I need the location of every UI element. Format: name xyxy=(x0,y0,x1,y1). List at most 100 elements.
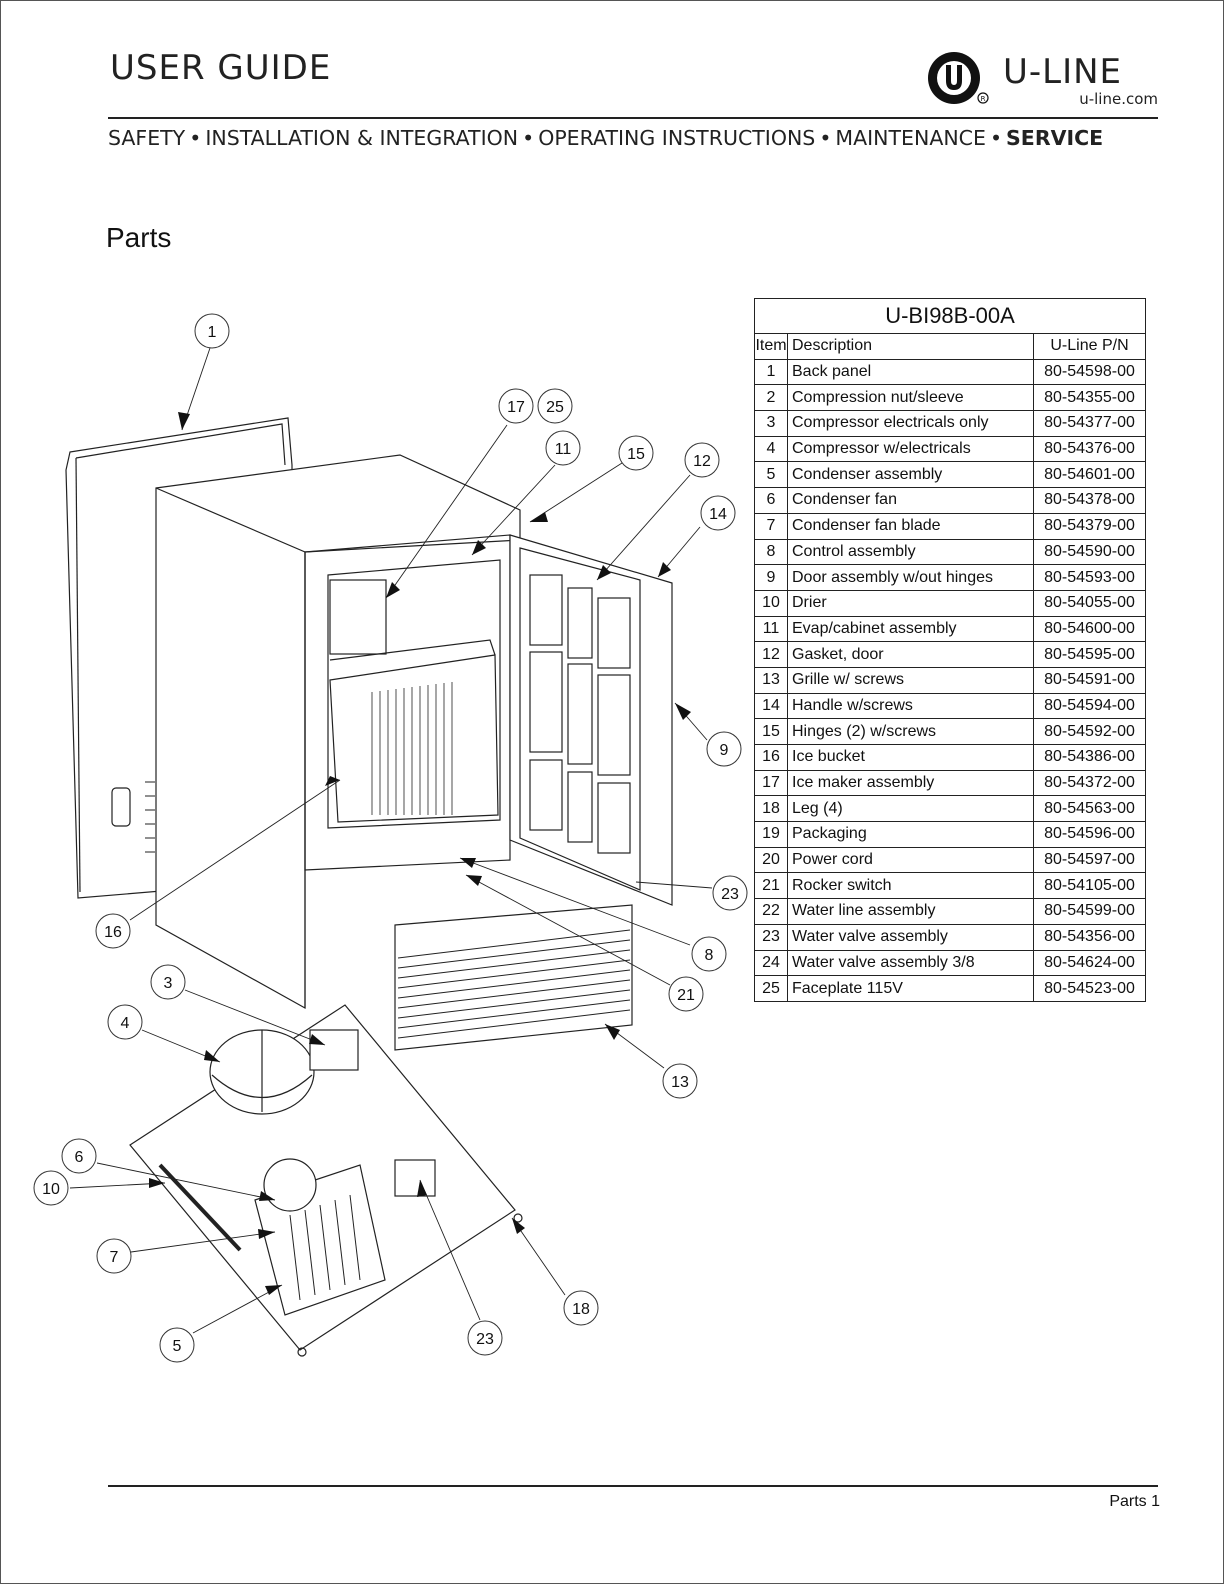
nav-separator: • xyxy=(522,126,535,150)
part-number-cell: 80-54597-00 xyxy=(1033,846,1146,874)
exploded-parts-diagram: 1 17 25 11 15 12 14 9 23 8 21 13 16 3 4 … xyxy=(33,313,748,1363)
callout-label: 8 xyxy=(705,947,714,964)
item-number-cell: 18 xyxy=(754,795,788,823)
callout-numbers: 1 17 25 11 15 12 14 9 23 8 21 13 16 3 4 … xyxy=(42,324,739,1355)
nav-operating[interactable]: OPERATING INSTRUCTIONS xyxy=(538,126,816,150)
item-number-cell: 25 xyxy=(754,975,788,1002)
description-cell: Compressor w/electricals xyxy=(787,435,1034,463)
item-number-cell: 11 xyxy=(754,615,788,643)
model-number: U-BI98B-00A xyxy=(754,298,1146,334)
nav-maintenance[interactable]: MAINTENANCE xyxy=(835,126,986,150)
part-number-cell: 80-54601-00 xyxy=(1033,461,1146,489)
nav-separator: • xyxy=(989,126,1003,150)
part-number-cell: 80-54376-00 xyxy=(1033,435,1146,463)
part-number-cell: 80-54378-00 xyxy=(1033,487,1146,514)
description-cell: Rocker switch xyxy=(787,872,1034,900)
item-number-cell: 8 xyxy=(754,538,788,566)
part-number-cell: 80-54055-00 xyxy=(1033,589,1146,617)
nav-separator: • xyxy=(189,126,202,150)
arrowheads xyxy=(149,412,691,1295)
part-number-cell: 80-54593-00 xyxy=(1033,564,1146,591)
item-number-cell: 12 xyxy=(754,641,788,668)
part-number-cell: 80-54599-00 xyxy=(1033,898,1146,925)
part-number-cell: 80-54377-00 xyxy=(1033,410,1146,437)
part-number-cell: 80-54596-00 xyxy=(1033,821,1146,848)
callout-label: 25 xyxy=(546,399,564,416)
item-number-cell: 7 xyxy=(754,512,788,540)
item-number-cell: 2 xyxy=(754,384,788,412)
nav-safety[interactable]: SAFETY xyxy=(108,126,186,150)
callout-label: 21 xyxy=(677,987,695,1004)
header-rule xyxy=(108,117,1158,119)
callout-label: 16 xyxy=(104,924,122,941)
part-number-cell: 80-54355-00 xyxy=(1033,384,1146,412)
nav-installation[interactable]: INSTALLATION & INTEGRATION xyxy=(205,126,519,150)
column-header-description: Description xyxy=(787,333,1034,360)
callout-label: 18 xyxy=(572,1301,590,1318)
part-number-cell: 80-54591-00 xyxy=(1033,666,1146,694)
description-cell: Control assembly xyxy=(787,538,1034,566)
item-number-cell: 10 xyxy=(754,589,788,617)
logo-url[interactable]: u-line.com xyxy=(1079,90,1158,108)
item-number-cell: 19 xyxy=(754,821,788,848)
nav-service[interactable]: SERVICE xyxy=(1006,126,1104,150)
item-number-cell: 22 xyxy=(754,898,788,925)
column-header-part-number: U-Line P/N xyxy=(1033,333,1146,360)
u-line-logo-icon: R xyxy=(928,52,989,104)
description-cell: Drier xyxy=(787,589,1034,617)
callout-label: 4 xyxy=(121,1015,130,1032)
footer-rule xyxy=(108,1485,1158,1487)
callout-label: 5 xyxy=(173,1338,182,1355)
brand-logo[interactable]: R U-LINE u-line.com xyxy=(928,46,1160,110)
part-number-cell: 80-54598-00 xyxy=(1033,358,1146,386)
description-cell: Condenser fan blade xyxy=(787,512,1034,540)
description-cell: Water line assembly xyxy=(787,898,1034,925)
callout-label: 15 xyxy=(627,446,645,463)
part-number-cell: 80-54356-00 xyxy=(1033,923,1146,951)
grille-drawing xyxy=(394,904,633,1051)
part-number-cell: 80-54600-00 xyxy=(1033,615,1146,643)
part-number-cell: 80-54372-00 xyxy=(1033,769,1146,797)
callout-label: 23 xyxy=(476,1331,494,1348)
item-number-cell: 3 xyxy=(754,410,788,437)
description-cell: Packaging xyxy=(787,821,1034,848)
callout-label: 3 xyxy=(164,975,173,992)
callout-label: 14 xyxy=(709,506,727,523)
door-drawing xyxy=(509,534,673,906)
description-cell: Evap/cabinet assembly xyxy=(787,615,1034,643)
parts-table: U-BI98B-00A Item Description U-Line P/N … xyxy=(754,298,1146,1002)
part-number-cell: 80-54523-00 xyxy=(1033,975,1146,1002)
item-number-cell: 15 xyxy=(754,718,788,745)
description-cell: Back panel xyxy=(787,358,1034,386)
description-cell: Handle w/screws xyxy=(787,692,1034,720)
callout-label: 23 xyxy=(721,886,739,903)
item-number-cell: 9 xyxy=(754,564,788,591)
nav-separator: • xyxy=(819,126,832,150)
description-cell: Leg (4) xyxy=(787,795,1034,823)
part-number-cell: 80-54105-00 xyxy=(1033,872,1146,900)
item-number-cell: 17 xyxy=(754,769,788,797)
item-number-cell: 24 xyxy=(754,949,788,977)
description-cell: Compression nut/sleeve xyxy=(787,384,1034,412)
callout-label: 13 xyxy=(671,1074,689,1091)
part-number-cell: 80-54386-00 xyxy=(1033,744,1146,771)
